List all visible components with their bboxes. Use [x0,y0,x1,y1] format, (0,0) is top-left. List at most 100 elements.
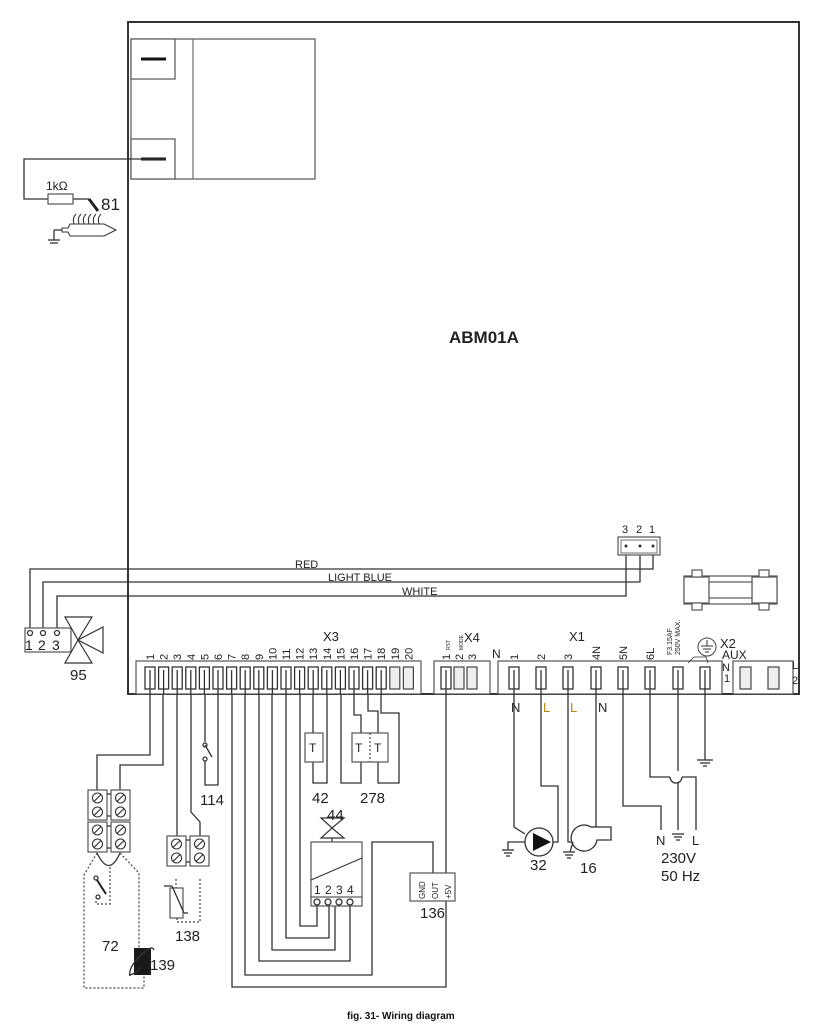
c44-terminal [335,898,343,906]
label-136: 136 [420,905,445,922]
x4-pin-2 [453,666,465,690]
c278-t2: T [374,741,382,755]
c42-t: T [309,741,317,755]
diverter-valve-wiring: RED LIGHT BLUE WHITE [29,551,654,630]
component-16-fan: 16 [563,824,612,877]
x2-sub-label: AUX [722,648,747,662]
x1-pre-n: N [492,647,501,661]
component-138-sensor: 138 [164,879,201,945]
marker-n1: N [511,700,520,715]
screw-slot [172,840,181,848]
x3-pin-label: 6 [213,654,225,660]
connector-x2-aux: X2 AUX N 1 L 2 [720,636,798,695]
pump-icon [533,833,551,851]
marker-n4: N [598,700,607,715]
c136-pin-5v: +5V [444,884,453,899]
electrode-icon [48,213,118,244]
valve-pin-1: 1 [25,637,33,653]
x1-pin-label: 5N [618,646,630,660]
x3-pin-label: 2 [159,654,171,660]
x3-pin-label: 11 [281,649,293,660]
x3-pin-label: 8 [240,654,252,660]
c44-terminal [313,898,321,906]
x3-pin-label: 7 [227,654,239,660]
label-139: 139 [150,957,175,974]
component-72-terminal [87,789,131,853]
earth-symbol-icon [697,637,717,657]
x2-pin-l: L [792,660,798,672]
c44-pin-label: 4 [347,883,354,897]
c136-pin-out: OUT [431,882,440,899]
fuse-holder [683,569,778,611]
x1-pin-label: 4N [591,646,603,660]
component-81-electrode: 1kΩ 81 [23,158,166,244]
x2-pin-2: 2 [792,675,798,687]
x3-pin-label: 10 [267,648,279,660]
x1-pin-label: 2 [536,654,548,660]
valve-conn-pin-1: 1 [649,524,655,536]
c44-terminal [324,898,332,906]
x3-pin-label: 15 [335,648,347,660]
board-name: ABM01A [449,328,519,347]
screw-slot [195,854,204,862]
component-139: 139 [128,947,175,977]
component-95-diverter-valve: 1 2 3 95 [24,616,104,684]
x3-pin-label: 1 [145,654,157,660]
x3-pin-label: 9 [254,654,266,660]
valve-conn-pin-3: 3 [622,524,628,536]
x4-pin-label: 2 [454,654,466,660]
x4-pin-sublabel: RST [446,640,452,650]
valve-connector-321: 3 2 1 [617,524,661,556]
c136-pin-gnd: GND [418,881,427,899]
x3-pin-label: 13 [308,648,320,660]
x4-label: X4 [464,630,480,645]
x1-label: X1 [569,629,585,644]
x3-pin-label: 12 [295,648,307,660]
valve-pin-2: 2 [38,637,46,653]
x3-pin-label: 18 [376,648,388,660]
screw-slot [116,840,125,848]
label-44: 44 [327,807,344,824]
x3-wiring [96,694,447,988]
x3-pin-19 [389,666,401,690]
x2-pin-1: 1 [724,673,730,685]
wire-white-label: WHITE [402,586,437,598]
component-278-sensor: T T 278 [351,732,389,807]
label-32: 32 [530,857,547,874]
label-72: 72 [102,938,119,955]
supply-voltage: 230V [661,850,696,867]
x3-pin-label: 14 [322,648,334,660]
screw-slot [116,794,125,802]
fuse-rating-1: F3.15AF [667,628,674,655]
display-module [130,38,316,180]
c44-pin-label: 2 [325,883,332,897]
x3-pin-label: 17 [363,648,375,660]
resistor-label: 1kΩ [46,179,68,193]
figure-caption: fig. 31- Wiring diagram [347,1011,455,1022]
x1-pin-label: 6L [645,648,657,660]
label-16: 16 [580,860,597,877]
screw-slot [172,854,181,862]
c44-pin-label: 1 [314,883,321,897]
screw-slot [116,826,125,834]
wire-light-blue-label: LIGHT BLUE [328,572,392,584]
marker-l2: L [543,700,550,715]
supply-l: L [692,833,699,848]
x3-pin-20 [402,666,414,690]
screw-slot [93,840,102,848]
resistor-1k-icon [47,193,74,205]
x1-pin-label: 3 [563,654,575,660]
supply-frequency: 50 Hz [661,868,700,885]
x2-pin-n: N [722,662,730,674]
label-138: 138 [175,928,200,945]
marker-l3: L [570,700,577,715]
x1-wiring: N L L N [511,694,713,843]
component-136-flow-sensor: GND OUT +5V 136 [409,694,456,922]
x2-label: X2 [720,636,736,651]
label-114: 114 [200,792,224,809]
